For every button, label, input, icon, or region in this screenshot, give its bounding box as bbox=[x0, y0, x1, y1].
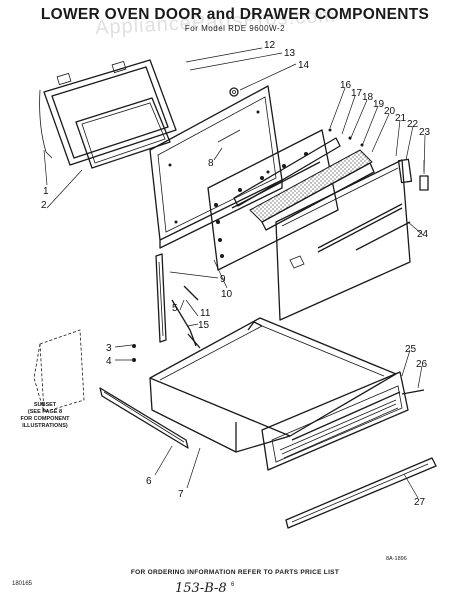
callout-4: 4 bbox=[106, 356, 112, 367]
callout-19: 19 bbox=[373, 99, 385, 110]
callout-22: 22 bbox=[407, 119, 419, 130]
callout-1: 1 bbox=[43, 186, 49, 197]
callout-13: 13 bbox=[284, 48, 296, 59]
subset-note-line-3: FOR COMPONENT bbox=[20, 416, 70, 422]
page-number: 6 bbox=[231, 582, 235, 588]
subset-note: SUBSET (SEE PAGE 8 FOR COMPONENT ILLUSTR… bbox=[14, 402, 76, 430]
callout-11: 11 bbox=[200, 308, 211, 319]
callout-25: 25 bbox=[405, 344, 417, 355]
callout-3: 3 bbox=[106, 343, 112, 354]
callout-24: 24 bbox=[417, 229, 429, 240]
subset-note-line-4: ILLUSTRATIONS) bbox=[22, 423, 68, 429]
callout-16: 16 bbox=[340, 80, 352, 91]
door-fastener bbox=[229, 87, 239, 97]
ordering-info: FOR ORDERING INFORMATION REFER TO PARTS … bbox=[130, 569, 340, 576]
callout-12: 12 bbox=[264, 40, 276, 51]
callout-2: 2 bbox=[41, 200, 47, 211]
callout-10: 10 bbox=[221, 289, 233, 300]
subset-reference-outline bbox=[33, 329, 85, 413]
callout-6: 6 bbox=[146, 476, 152, 487]
reference-code: 8A-1896 bbox=[386, 556, 407, 562]
callout-14: 14 bbox=[298, 60, 310, 71]
diagram-title: LOWER OVEN DOOR and DRAWER COMPONENTS bbox=[40, 6, 430, 23]
callout-8: 8 bbox=[208, 158, 214, 169]
door-trim-strips bbox=[233, 128, 375, 231]
callout-7: 7 bbox=[178, 489, 184, 500]
callout-9: 9 bbox=[220, 274, 226, 285]
callout-18: 18 bbox=[362, 92, 374, 103]
subset-note-line-2: (SEE PAGE 8 bbox=[27, 409, 63, 415]
outer-door-panel bbox=[275, 159, 411, 321]
door-gasket-frame bbox=[39, 59, 177, 169]
callout-leader-lines bbox=[43, 47, 426, 499]
drawer-front-panel bbox=[261, 371, 425, 471]
sheet-number: 180165 bbox=[12, 581, 33, 587]
storage-drawer bbox=[149, 317, 397, 453]
callout-20: 20 bbox=[384, 106, 396, 117]
drawer-slide-rail-left bbox=[132, 253, 201, 362]
callout-15: 15 bbox=[198, 320, 210, 331]
handwritten-note: 153-B-8 bbox=[175, 581, 227, 596]
callout-21: 21 bbox=[395, 113, 407, 124]
model-number: For Model RDE 9600W-2 bbox=[184, 24, 286, 33]
callout-23: 23 bbox=[419, 127, 431, 138]
callout-numbers: 1 2 3 4 5 6 7 8 9 10 11 12 13 14 15 16 1… bbox=[41, 40, 431, 508]
callout-27: 27 bbox=[414, 497, 426, 508]
drawer-rail-left bbox=[99, 387, 189, 449]
callout-17: 17 bbox=[351, 88, 363, 99]
drawer-kick-strip bbox=[285, 457, 437, 529]
callout-5: 5 bbox=[172, 303, 178, 314]
callout-26: 26 bbox=[416, 359, 428, 370]
subset-note-line-1: SUBSET bbox=[33, 402, 57, 408]
